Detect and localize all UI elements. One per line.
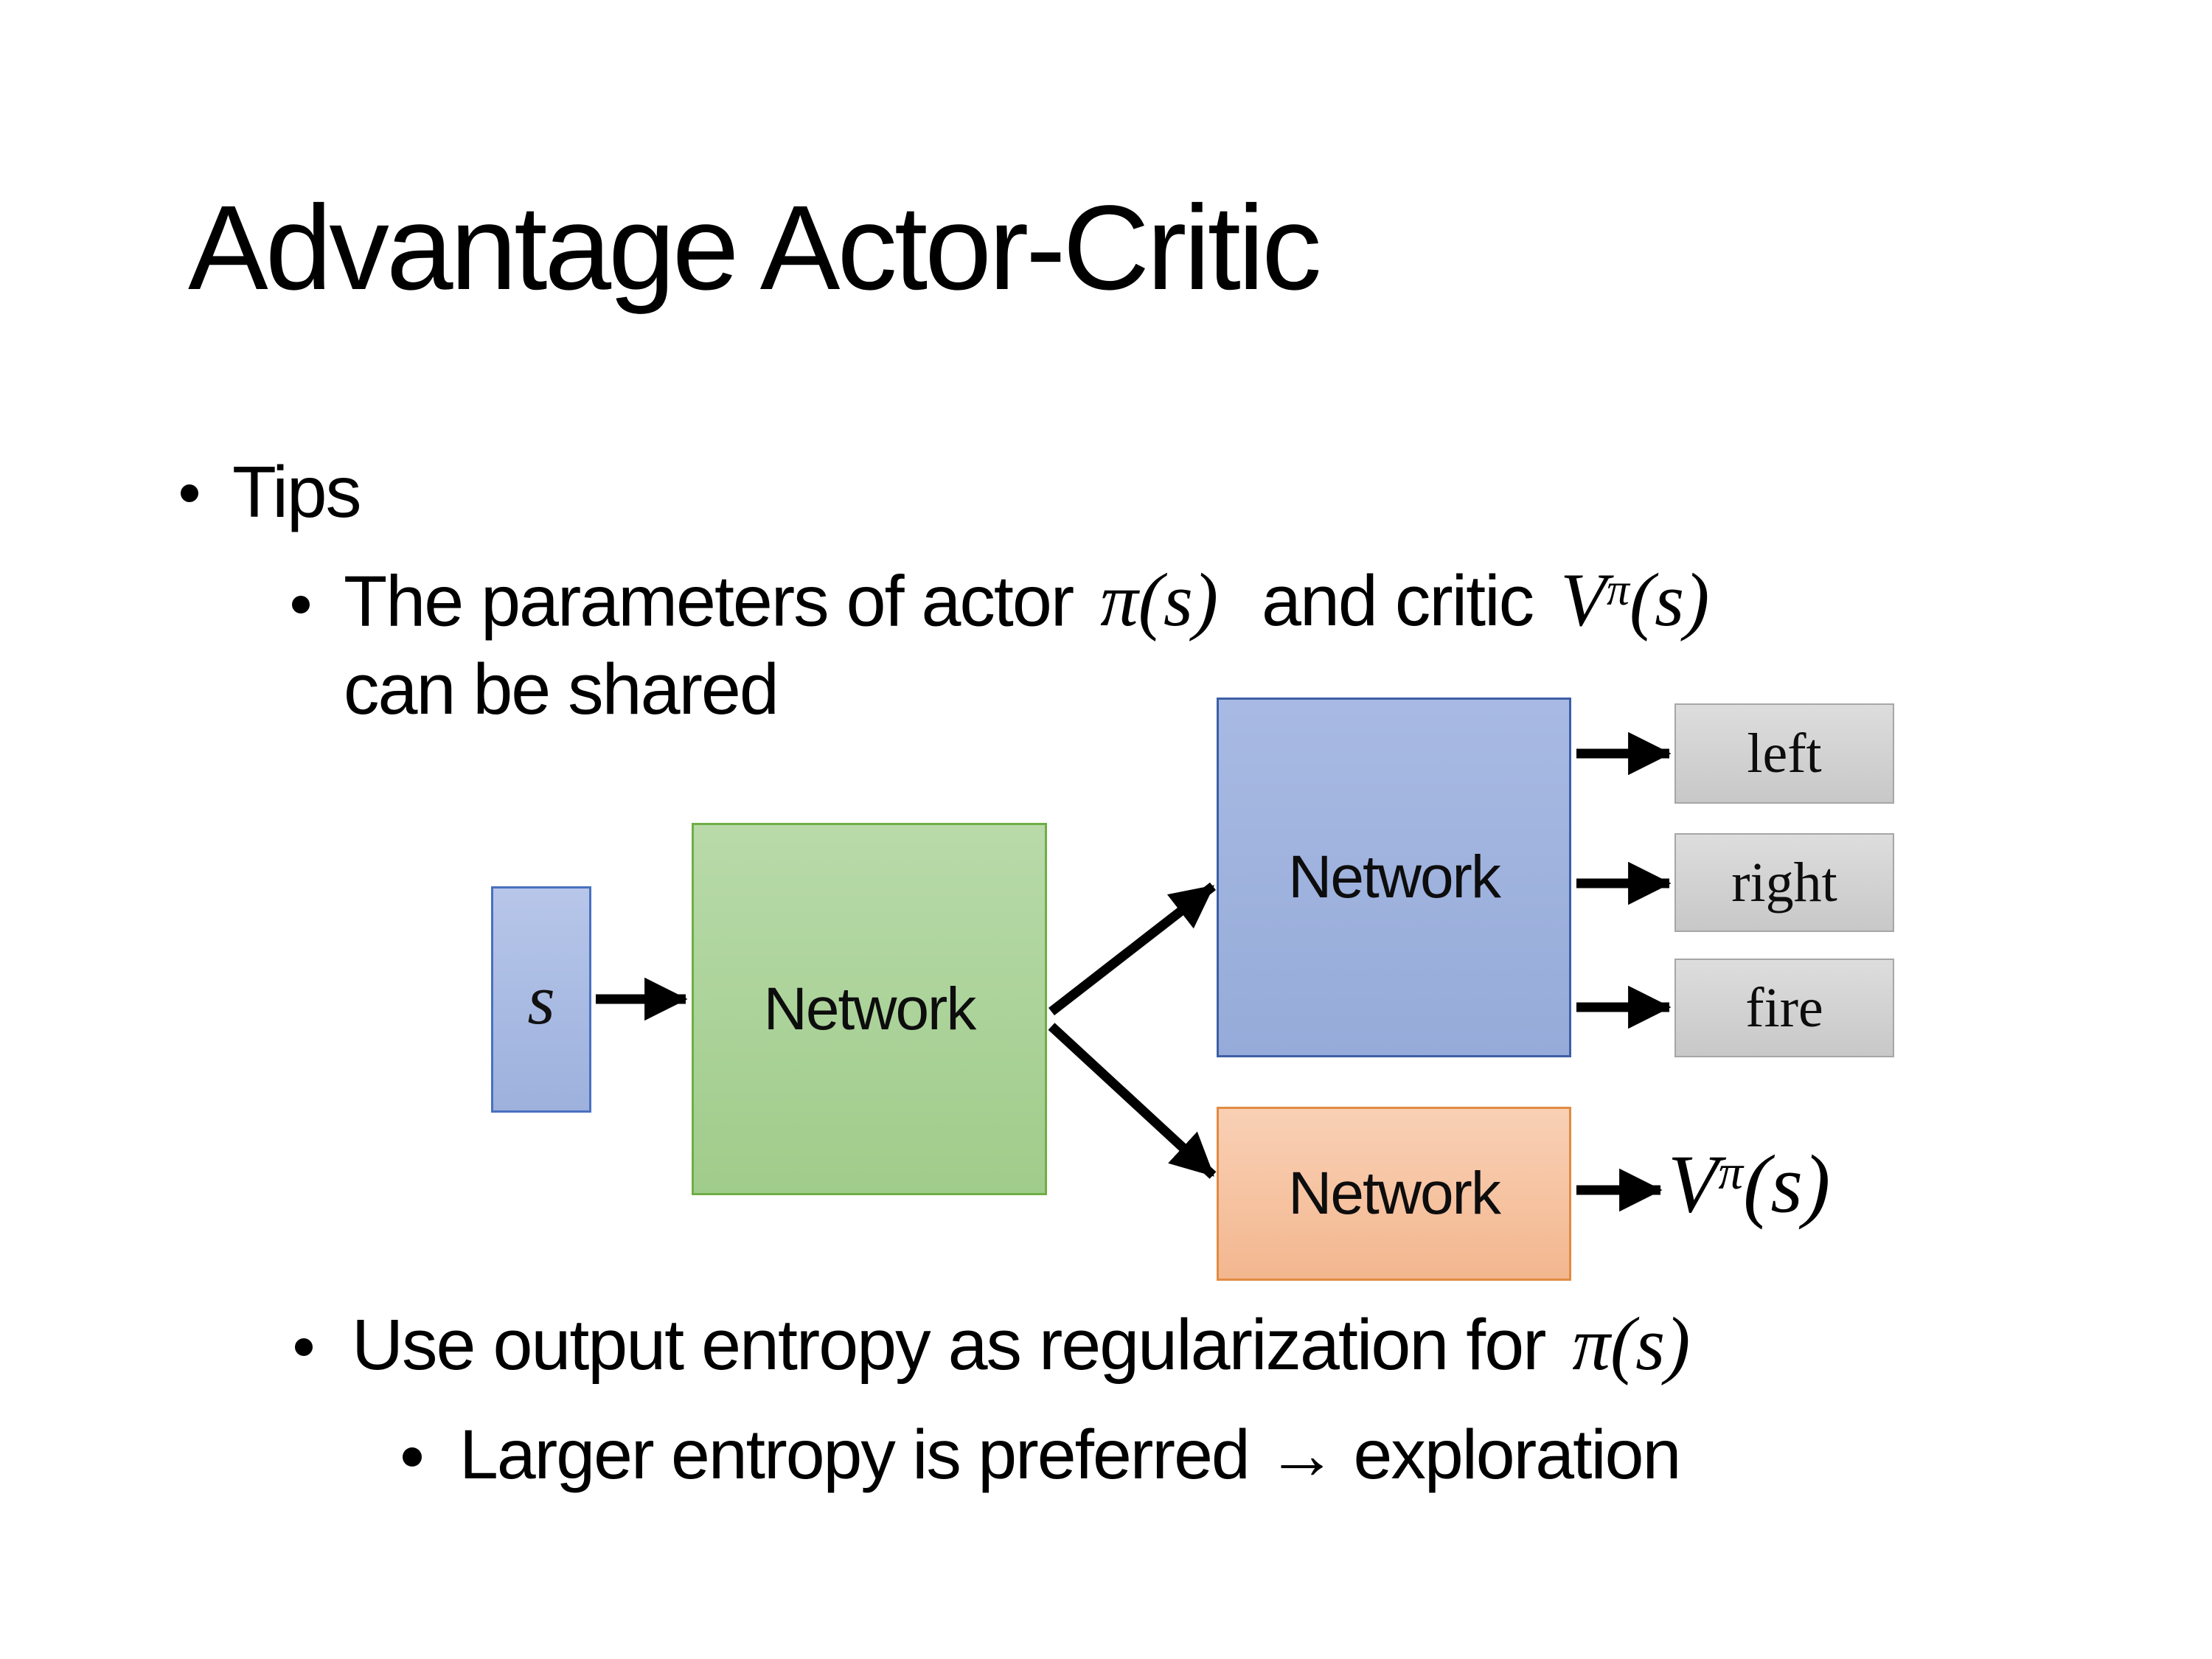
slide-title: Advantage Actor-Critic: [188, 180, 1322, 315]
arrow-shared-to-actor: [1048, 882, 1216, 1016]
state-label: s: [527, 960, 555, 1039]
bullet-parameters-line1: The parameters of actor π(s) and critic …: [344, 563, 1709, 639]
arrow-shared-to-critic: [1048, 1023, 1217, 1179]
action-box-fire: fire: [1674, 959, 1894, 1057]
critic-network-label: Network: [1288, 1160, 1501, 1227]
math-policy: π(s): [1572, 1302, 1691, 1386]
bullet-marker: [292, 596, 310, 613]
shared-network-label: Network: [763, 975, 977, 1043]
math-actor-policy: π(s): [1100, 558, 1219, 643]
bullet-parameters-text1: The parameters of actor: [344, 560, 1074, 641]
action-label-fire: fire: [1745, 976, 1823, 1039]
math-critic-value: Vπ(s): [1560, 558, 1710, 643]
bullet-exploration: Larger entropy is preferred → exploratio…: [459, 1416, 1681, 1494]
bullet-tips: Tips: [232, 451, 362, 532]
bullet-marker: [295, 1338, 313, 1356]
critic-network-box: Network: [1217, 1107, 1571, 1281]
action-label-right: right: [1731, 851, 1837, 914]
value-output-label: Vπ(s): [1668, 1138, 1831, 1231]
bullet-parameters-text2: and critic: [1262, 560, 1534, 641]
bullet-entropy-text: Use output entropy as regularization for: [352, 1304, 1546, 1385]
state-input-box: s: [491, 886, 591, 1113]
action-box-right: right: [1674, 833, 1894, 932]
actor-network-label: Network: [1288, 844, 1501, 911]
shared-network-box: Network: [692, 823, 1047, 1195]
action-box-left: left: [1674, 703, 1894, 804]
bullet-marker: [403, 1447, 422, 1467]
bullet-parameters-line2: can be shared: [344, 649, 779, 729]
action-label-left: left: [1747, 722, 1822, 785]
bullet-marker: [181, 484, 198, 502]
bullet-entropy: Use output entropy as regularization for…: [352, 1307, 1690, 1382]
actor-network-box: Network: [1217, 698, 1571, 1057]
